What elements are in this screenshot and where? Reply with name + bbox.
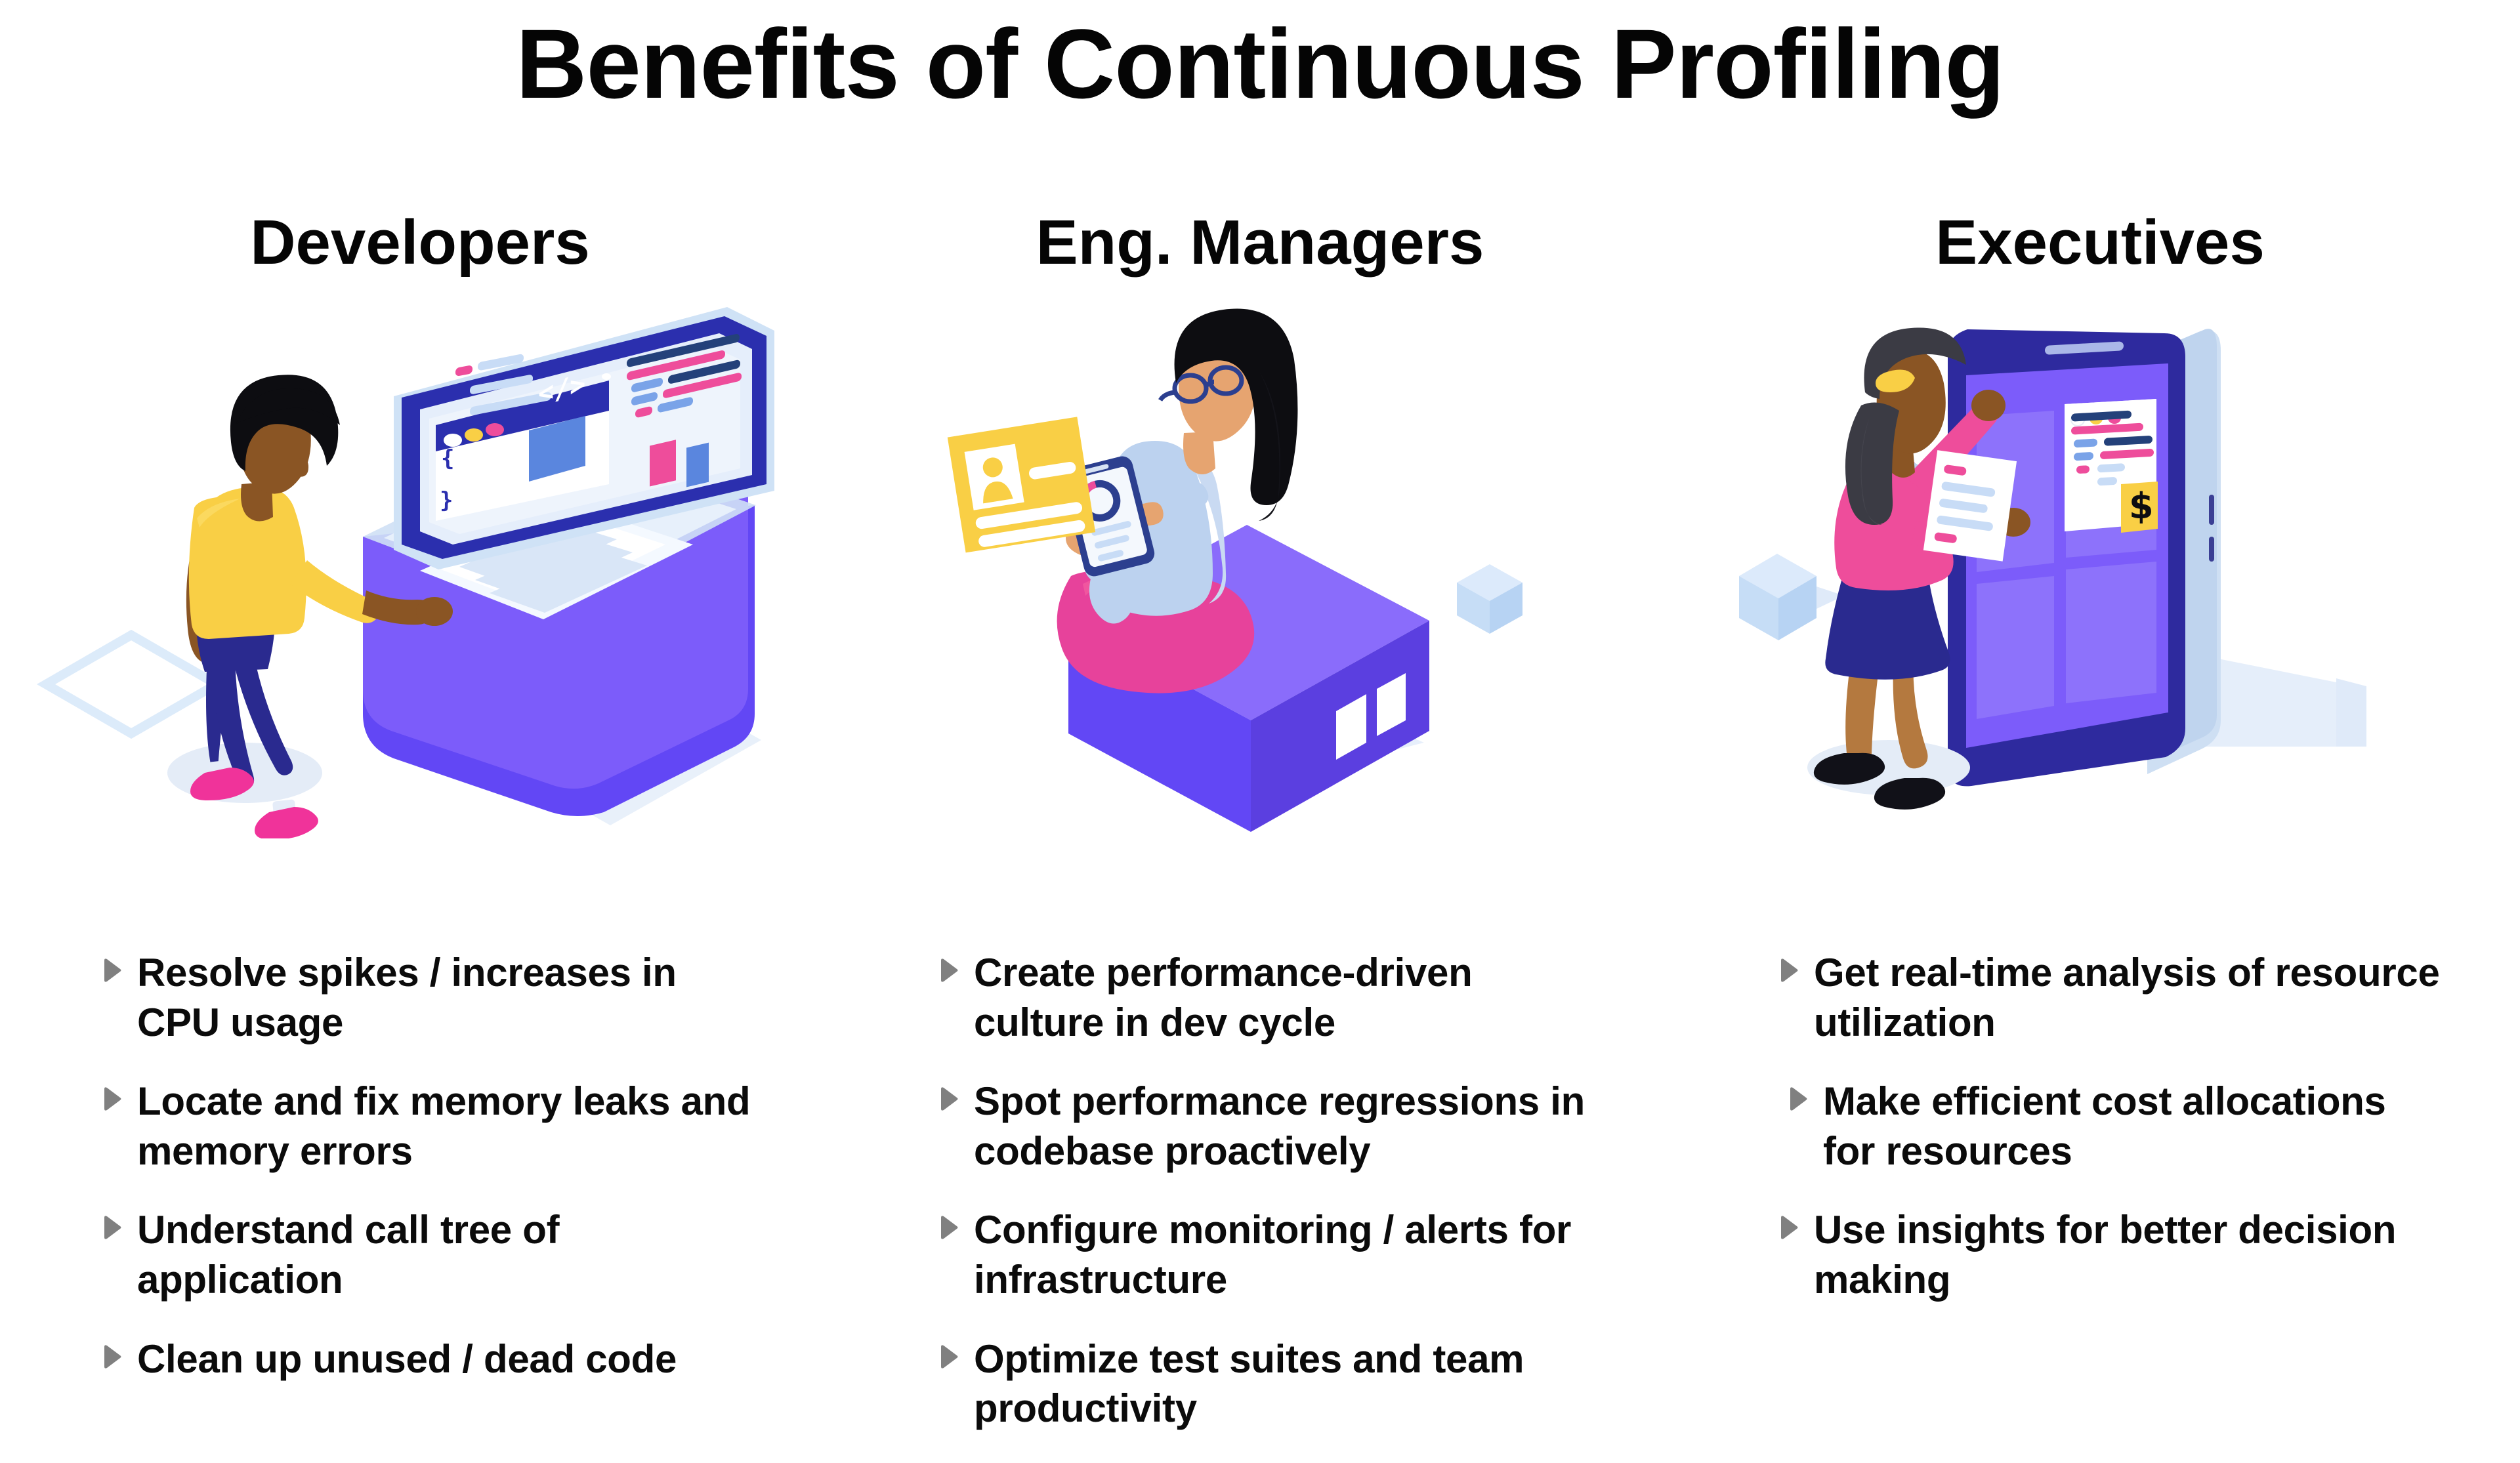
triangle-right-icon bbox=[1781, 958, 1798, 982]
bullet-text: Make efficient cost allocations for reso… bbox=[1823, 1079, 2386, 1173]
page-title: Benefits of Continuous Profiling bbox=[516, 9, 2005, 119]
column-heading-eng-managers: Eng. Managers bbox=[1036, 207, 1484, 278]
column-executives: Executives bbox=[1680, 197, 2520, 1417]
bullet-text: Clean up unused / dead code bbox=[137, 1336, 677, 1381]
bullet-text: Get real-time analysis of resource utili… bbox=[1814, 951, 2440, 1044]
bullet-text: Resolve spikes / increases in CPU usage bbox=[137, 951, 677, 1044]
bullet-list-eng-managers: Create performance-driven culture in dev… bbox=[938, 948, 1601, 1463]
bullet-text: Spot performance regressions in codebase… bbox=[974, 1079, 1585, 1173]
bullet-list-developers: Resolve spikes / increases in CPU usage … bbox=[102, 948, 765, 1413]
column-eng-managers: Eng. Managers bbox=[840, 197, 1680, 1430]
column-heading-developers: Developers bbox=[250, 207, 590, 278]
developer-at-standing-desk-illustration: { } </> bbox=[0, 287, 840, 838]
list-item: Optimize test suites and team productivi… bbox=[938, 1334, 1601, 1433]
list-item: Understand call tree of application bbox=[102, 1205, 765, 1304]
svg-text:}: } bbox=[440, 487, 453, 514]
triangle-right-icon bbox=[941, 1087, 958, 1111]
bullet-list-executives: Get real-time analysis of resource utili… bbox=[1778, 948, 2441, 1334]
bullet-text: Understand call tree of application bbox=[137, 1208, 560, 1302]
bullet-text: Configure monitoring / alerts for infras… bbox=[974, 1208, 1572, 1302]
list-item: Configure monitoring / alerts for infras… bbox=[938, 1205, 1601, 1304]
manager-on-cube-illustration bbox=[840, 287, 1680, 838]
triangle-right-icon bbox=[941, 1344, 958, 1369]
column-heading-executives: Executives bbox=[1935, 207, 2265, 278]
list-item: Resolve spikes / increases in CPU usage bbox=[102, 948, 765, 1047]
bullet-text: Optimize test suites and team productivi… bbox=[974, 1336, 1524, 1431]
triangle-right-icon bbox=[104, 1216, 121, 1240]
bullet-text: Create performance-driven culture in dev… bbox=[974, 951, 1473, 1044]
list-item: Clean up unused / dead code bbox=[102, 1334, 765, 1384]
bullet-text: Locate and fix memory leaks and memory e… bbox=[137, 1079, 751, 1173]
columns-container: Developers bbox=[0, 197, 2520, 1430]
svg-text:$: $ bbox=[2129, 485, 2154, 527]
triangle-right-icon bbox=[104, 958, 121, 982]
list-item: Create performance-driven culture in dev… bbox=[938, 948, 1601, 1047]
triangle-right-icon bbox=[1781, 1216, 1798, 1240]
triangle-right-icon bbox=[941, 1216, 958, 1240]
list-item: Get real-time analysis of resource utili… bbox=[1778, 948, 2441, 1047]
bullet-text: Use insights for better decision making bbox=[1814, 1208, 2397, 1302]
triangle-right-icon bbox=[941, 958, 958, 982]
list-item: Locate and fix memory leaks and memory e… bbox=[102, 1077, 765, 1176]
list-item: Spot performance regressions in codebase… bbox=[938, 1077, 1601, 1176]
column-developers: Developers bbox=[0, 197, 840, 1417]
triangle-right-icon bbox=[104, 1087, 121, 1111]
list-item: Make efficient cost allocations for reso… bbox=[1788, 1077, 2441, 1176]
triangle-right-icon bbox=[1790, 1087, 1807, 1111]
slide-root: Benefits of Continuous Profiling Develop… bbox=[0, 9, 2520, 1430]
triangle-right-icon bbox=[104, 1344, 121, 1369]
executive-at-tablet-illustration: $ bbox=[1680, 287, 2520, 838]
svg-text:{: { bbox=[441, 445, 454, 472]
list-item: Use insights for better decision making bbox=[1778, 1205, 2441, 1304]
